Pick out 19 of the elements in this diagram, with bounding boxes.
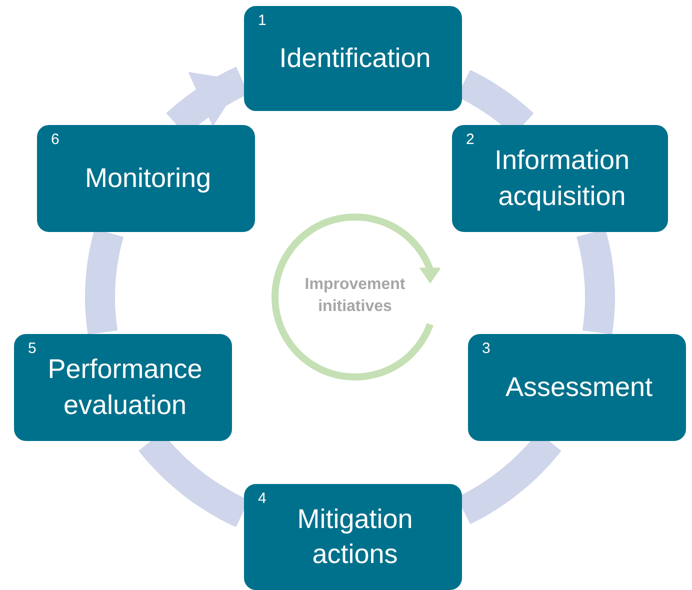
- step-number: 6: [51, 131, 60, 148]
- process-box: [244, 484, 462, 590]
- process-box: [244, 6, 462, 111]
- process-box: [468, 334, 686, 441]
- step-label: Information acquisition: [493, 144, 631, 213]
- step-label: Performance evaluation: [46, 353, 204, 422]
- step-number: 3: [482, 340, 490, 357]
- center-label: Improvement initiatives: [304, 275, 406, 317]
- process-box: [452, 125, 668, 232]
- process-box: [37, 125, 255, 232]
- process-box: [14, 334, 232, 441]
- step-label: Mitigation actions: [296, 502, 414, 571]
- step-number: 5: [28, 340, 36, 357]
- step-label: Identification: [279, 42, 431, 75]
- step-number: 4: [258, 490, 266, 507]
- step-number: 2: [466, 131, 474, 148]
- step-number: 1: [258, 12, 266, 29]
- step-label: Monitoring: [84, 162, 212, 195]
- step-label: Assessment: [505, 370, 653, 404]
